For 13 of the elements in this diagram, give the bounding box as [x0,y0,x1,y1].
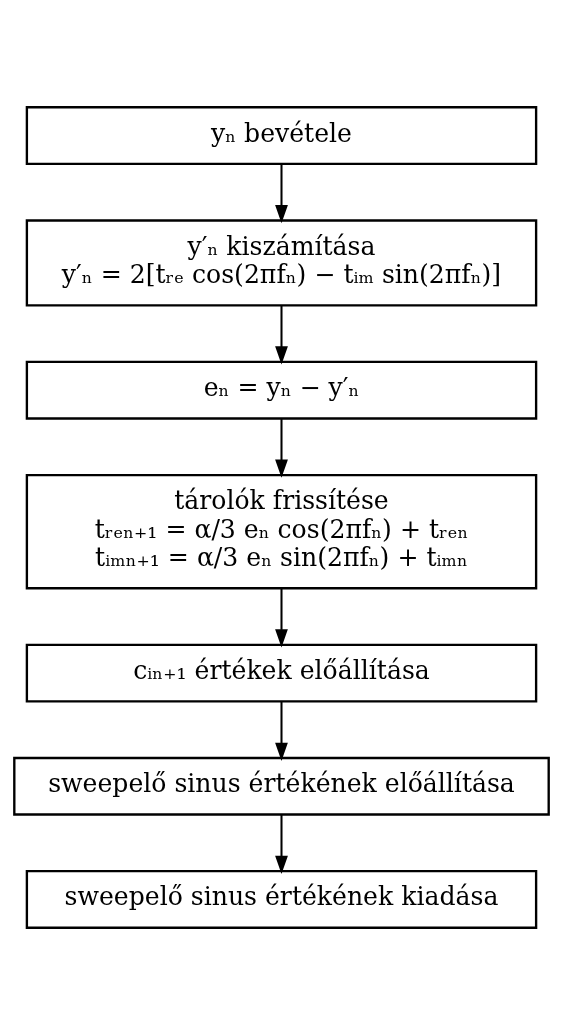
arrow [275,814,288,874]
arrow [275,305,288,365]
node-box: yₙ bevétele [25,105,538,165]
arrow [275,587,288,647]
arrow [275,418,288,478]
node-box: sweepelő sinus értékének előállítása [13,756,550,816]
arrow [275,701,288,761]
node-box: tárolók frissítése tᵣₑₙ₊₁ = α/3 eₙ cos(2πfₙ) + tᵣₑₙ tᵢₘₙ₊₁ = α/3 eₙ sin(2πfₙ) + tᵢₘₙ [25,473,538,589]
node-box: y′ₙ kiszámítása y′ₙ = 2[tᵣₑ cos(2πfₙ) − tᵢₘ sin(2πfₙ)] [25,218,538,306]
node-box: sweepelő sinus értékének kiadása [25,869,538,929]
node-box: eₙ = yₙ − y′ₙ [25,360,538,420]
node-box: cᵢₙ₊₁ értékek előállítása [25,643,538,703]
arrow [275,163,288,223]
